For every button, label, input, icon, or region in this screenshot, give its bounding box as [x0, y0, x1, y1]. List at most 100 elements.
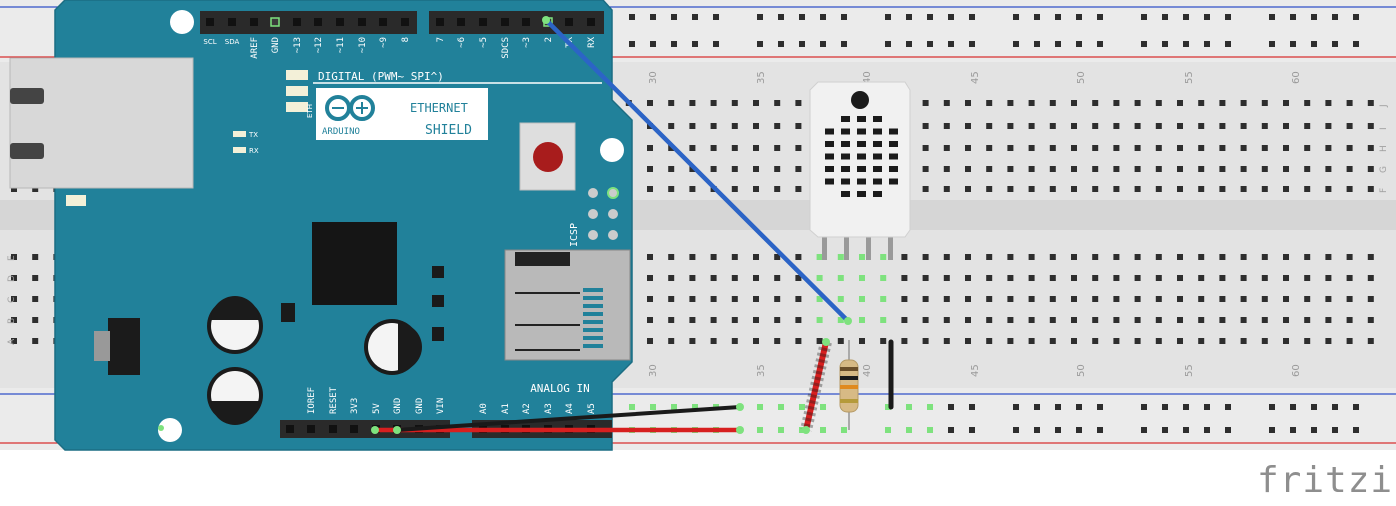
- breadboard-hole: [1007, 296, 1014, 302]
- breadboard-hole: [1155, 100, 1162, 106]
- wire-endpoint: [802, 426, 810, 434]
- resistor[interactable]: [839, 340, 859, 430]
- breadboard-hole: [1028, 166, 1035, 172]
- dht22-sensor[interactable]: [809, 81, 911, 260]
- breadboard-hole: [668, 254, 675, 260]
- breadboard-hole: [774, 317, 781, 323]
- rail-hole: [906, 14, 912, 20]
- power-pin-label: VIN: [436, 398, 446, 414]
- smd-transistor-2: [432, 295, 444, 307]
- breadboard-hole: [1240, 296, 1247, 302]
- breadboard-hole: [1134, 254, 1141, 260]
- breadboard-hole: [1283, 296, 1289, 302]
- status-led-3: [286, 102, 308, 112]
- rail-hole: [948, 427, 954, 433]
- breadboard-hole: [1219, 166, 1226, 172]
- digital-pin: [206, 18, 214, 26]
- breadboard-hole: [774, 145, 781, 151]
- column-label-bottom: 55: [1184, 364, 1195, 377]
- wire-endpoint: [844, 317, 852, 325]
- breadboard-hole: [1028, 100, 1035, 106]
- breadboard-hole: [753, 296, 759, 302]
- breadboard-hole: [1261, 275, 1268, 281]
- row-label-right: H: [1379, 145, 1389, 152]
- reset-button[interactable]: [533, 142, 563, 172]
- breadboard-hole: [689, 186, 696, 192]
- breadboard-hole: [1028, 296, 1035, 302]
- breadboard-hole: [816, 275, 823, 281]
- breadboard-hole: [32, 338, 39, 344]
- row-label-left: D: [7, 275, 17, 282]
- tx-label: TX: [248, 131, 258, 139]
- sensor-pin-1: [822, 236, 827, 260]
- rail-hole: [927, 41, 933, 47]
- breadboard-hole: [1049, 186, 1056, 192]
- breadboard-hole: [668, 100, 675, 106]
- gnd-wire[interactable]: [395, 405, 742, 432]
- breadboard-hole: [1177, 166, 1183, 172]
- breadboard-hole: [32, 296, 39, 302]
- breadboard-hole: [1092, 145, 1099, 151]
- breadboard-hole: [1049, 275, 1056, 281]
- breadboard-hole: [1325, 123, 1332, 129]
- rail-hole: [1225, 41, 1231, 47]
- rail-hole: [1269, 427, 1275, 433]
- breadboard-hole: [965, 100, 971, 106]
- breadboard-hole: [32, 317, 39, 323]
- breadboard-hole: [922, 166, 929, 172]
- breadboard-hole: [1177, 317, 1183, 323]
- breadboard-hole: [922, 254, 929, 260]
- breadboard-hole: [1283, 145, 1289, 151]
- breadboard-hole: [986, 186, 993, 192]
- rail-hole: [1311, 14, 1317, 20]
- breadboard-hole: [943, 186, 950, 192]
- sensor-vent: [841, 191, 850, 197]
- data-wire[interactable]: [543, 17, 851, 324]
- breadboard-hole: [1219, 186, 1226, 192]
- breadboard-hole: [1113, 275, 1120, 281]
- rail-hole: [1183, 404, 1189, 410]
- breadboard-hole: [1261, 317, 1268, 323]
- breadboard-hole: [965, 166, 971, 172]
- rail-hole: [757, 41, 763, 47]
- breadboard-hole: [1071, 275, 1077, 281]
- breadboard-hole: [11, 275, 17, 281]
- breadboard-hole: [689, 275, 696, 281]
- breadboard-hole: [1325, 145, 1332, 151]
- column-label-top: 45: [970, 71, 981, 84]
- rail-hole: [1034, 14, 1040, 20]
- breadboard-hole: [859, 254, 865, 260]
- breadboard-hole: [965, 186, 971, 192]
- power-jumper-wire[interactable]: [803, 339, 829, 433]
- breadboard-hole: [668, 275, 675, 281]
- breadboard-hole: [1113, 100, 1120, 106]
- breadboard-hole: [1219, 100, 1226, 106]
- rx-led: [233, 147, 246, 153]
- breadboard-hole: [943, 123, 950, 129]
- breadboard-hole: [1367, 100, 1374, 106]
- rail-hole: [1183, 41, 1189, 47]
- breadboard-hole: [1261, 254, 1268, 260]
- breadboard-hole: [774, 100, 781, 106]
- breadboard-hole: [943, 275, 950, 281]
- mount-hole-bottom-left: [158, 418, 182, 442]
- breadboard-hole: [1261, 123, 1268, 129]
- breadboard-hole: [901, 296, 908, 302]
- digital-pin-label: SDCS: [501, 37, 511, 59]
- breadboard-hole: [1367, 123, 1374, 129]
- rail-hole: [692, 404, 698, 410]
- breadboard-hole: [753, 166, 759, 172]
- breadboard-hole: [1134, 317, 1141, 323]
- sensor-vent: [857, 128, 866, 135]
- digital-pin-label: 2: [544, 37, 554, 42]
- breadboard-hole: [1240, 145, 1247, 151]
- breadboard-hole: [710, 338, 717, 344]
- breadboard-hole: [1071, 254, 1077, 260]
- analog-pin-label: A2: [522, 403, 532, 414]
- sensor-vent: [857, 166, 866, 172]
- breadboard-hole: [986, 317, 993, 323]
- sensor-pin-2: [844, 236, 849, 260]
- ethernet-jack-latch-top: [10, 88, 44, 104]
